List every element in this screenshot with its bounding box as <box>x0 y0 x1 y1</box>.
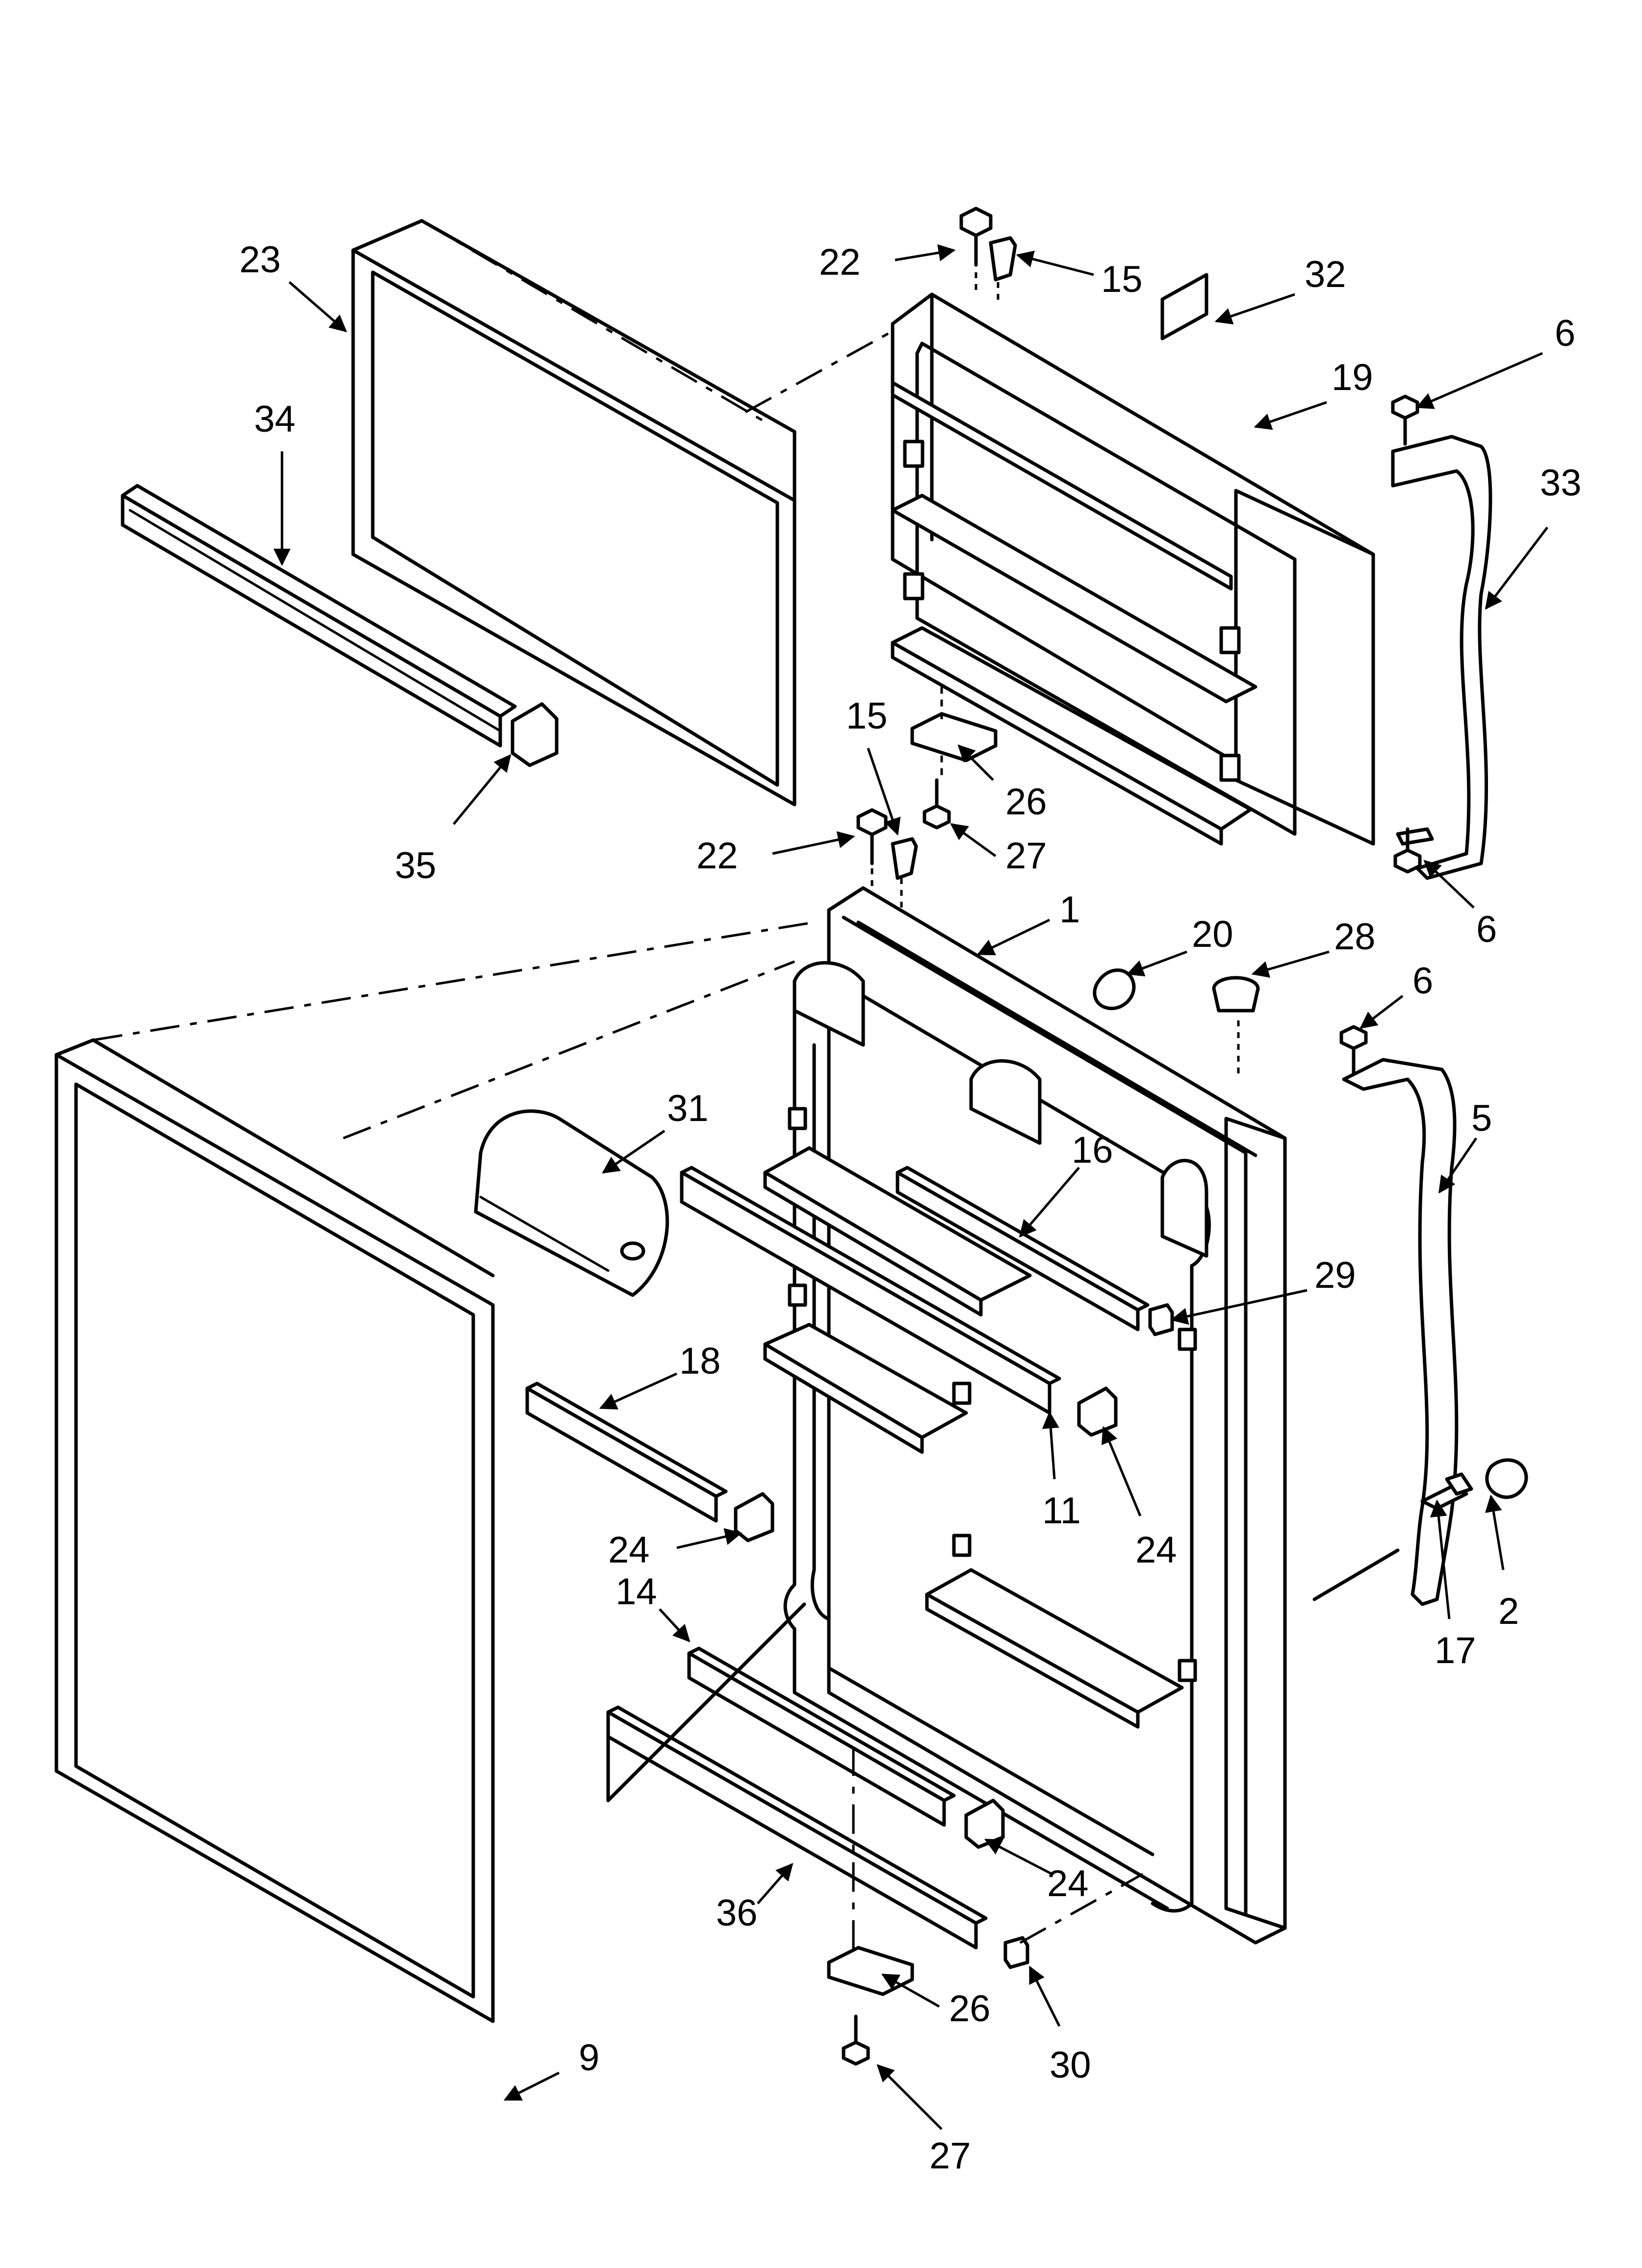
part-2-cap <box>1485 1458 1528 1499</box>
callout-15-top: 15 <box>1101 259 1143 300</box>
shelf-end-cap <box>511 702 559 767</box>
callout-23: 23 <box>239 239 281 281</box>
center-hinge-screw <box>923 778 951 830</box>
end-cap-24-left <box>734 1492 774 1542</box>
handle-leader-to-door <box>1312 1548 1400 1601</box>
freezer-handle <box>1391 435 1492 880</box>
freezer-door-gasket <box>351 219 796 807</box>
end-cap-30-dash <box>1019 1873 1144 1944</box>
part-20-clip <box>1093 968 1136 1011</box>
callout-5: 5 <box>1471 1097 1492 1139</box>
callout-26-bottom: 26 <box>949 1988 991 2030</box>
dairy-compartment-door <box>474 1109 669 1297</box>
fresh-food-hinge-screw <box>856 808 888 898</box>
bottom-hinge <box>827 1946 914 1996</box>
gasket-dash-line-lower <box>93 921 815 1042</box>
callout-29: 29 <box>1314 1254 1356 1296</box>
freezer-hole-plug <box>989 236 1017 304</box>
callout-leaders <box>273 244 1548 2130</box>
callout-28: 28 <box>1334 916 1376 958</box>
part-28-button <box>1212 976 1260 1079</box>
callout-6-mid: 6 <box>1476 909 1497 950</box>
bottom-hinge-screw <box>842 2014 870 2066</box>
fresh-food-door <box>763 886 1287 1945</box>
callout-30: 30 <box>1050 2044 1091 2086</box>
callout-1: 1 <box>1059 889 1080 931</box>
gasket-dash-line-lower-2 <box>343 960 795 1140</box>
callout-33: 33 <box>1540 462 1582 504</box>
callout-6-low: 6 <box>1412 960 1433 1002</box>
fresh-food-door-gasket <box>54 1038 495 2023</box>
callout-35: 35 <box>395 845 436 886</box>
callout-6-top: 6 <box>1555 313 1575 354</box>
shelf-rail-18 <box>525 1382 728 1523</box>
fresh-food-hole-plug <box>891 837 918 912</box>
shelf-rail-16 <box>896 1166 1150 1331</box>
shelf-rail-36 <box>606 1602 988 1950</box>
callout-32: 32 <box>1305 254 1346 295</box>
freezer-door-shelf-rail <box>121 484 517 748</box>
callout-24-mid: 24 <box>1135 1529 1177 1571</box>
callout-2: 2 <box>1498 1590 1519 1632</box>
end-cap-24-low <box>964 1799 1005 1849</box>
callout-19: 19 <box>1332 357 1373 398</box>
fresh-food-handle-screw <box>1339 1025 1368 1076</box>
freezer-label-plate <box>1160 273 1208 340</box>
end-cap-24-mid <box>1077 1386 1118 1437</box>
callout-20: 20 <box>1192 913 1233 955</box>
callout-16: 16 <box>1072 1129 1113 1171</box>
end-cap-29 <box>1148 1303 1174 1336</box>
freezer-handle-screw-bottom <box>1393 827 1422 874</box>
callout-15-mid: 15 <box>846 695 888 737</box>
gasket-dash-line-top <box>421 219 766 423</box>
callout-17: 17 <box>1435 1630 1476 1671</box>
callout-14: 14 <box>616 1571 657 1613</box>
callout-9: 9 <box>579 2037 599 2079</box>
callout-numbers: 23 34 35 22 15 32 6 19 33 15 26 27 22 6 … <box>239 239 1582 2177</box>
callout-27-top: 27 <box>1005 835 1047 877</box>
callout-22-top: 22 <box>819 241 861 283</box>
callout-36: 36 <box>716 1892 758 1934</box>
freezer-hinge-screw <box>959 207 993 294</box>
callout-24-low: 24 <box>1047 1863 1089 1904</box>
freezer-door <box>891 292 1375 846</box>
callout-18: 18 <box>679 1340 721 1382</box>
callout-22-mid: 22 <box>696 835 738 877</box>
callout-27-bottom: 27 <box>929 2135 971 2177</box>
shelf-rail-14 <box>687 1646 956 1827</box>
callout-31: 31 <box>667 1088 709 1129</box>
callout-34: 34 <box>254 398 296 440</box>
end-cap-30 <box>1003 1936 1029 1969</box>
callout-26-top: 26 <box>1005 781 1047 823</box>
callout-11: 11 <box>1042 1490 1081 1532</box>
callout-24-left: 24 <box>608 1529 650 1571</box>
freezer-handle-screw-top <box>1391 394 1419 446</box>
